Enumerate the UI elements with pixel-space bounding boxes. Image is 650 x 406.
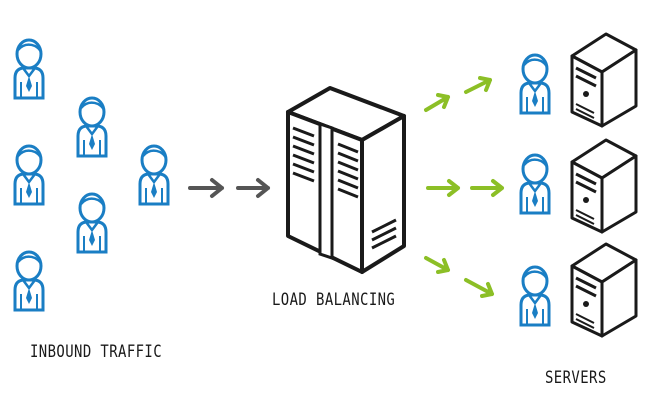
user-icon <box>13 144 45 206</box>
outbound-arrows <box>424 76 504 298</box>
inbound-traffic-label: INBOUND TRAFFIC <box>30 342 163 362</box>
user-icon <box>13 38 45 100</box>
user-icon <box>519 53 551 115</box>
user-icon <box>138 144 170 206</box>
user-icon <box>76 96 108 158</box>
server-tower-icon <box>570 32 638 128</box>
user-icon <box>13 250 45 312</box>
user-icon <box>519 153 551 215</box>
server-tower-icon <box>570 138 638 234</box>
load-balancing-label: LOAD BALANCING <box>272 290 396 310</box>
servers-label: SERVERS <box>545 368 607 388</box>
server-tower-icon <box>570 242 638 338</box>
inbound-arrows <box>188 178 270 198</box>
user-icon <box>519 265 551 327</box>
user-icon <box>76 192 108 254</box>
load-balancer-server-icon <box>286 86 406 274</box>
